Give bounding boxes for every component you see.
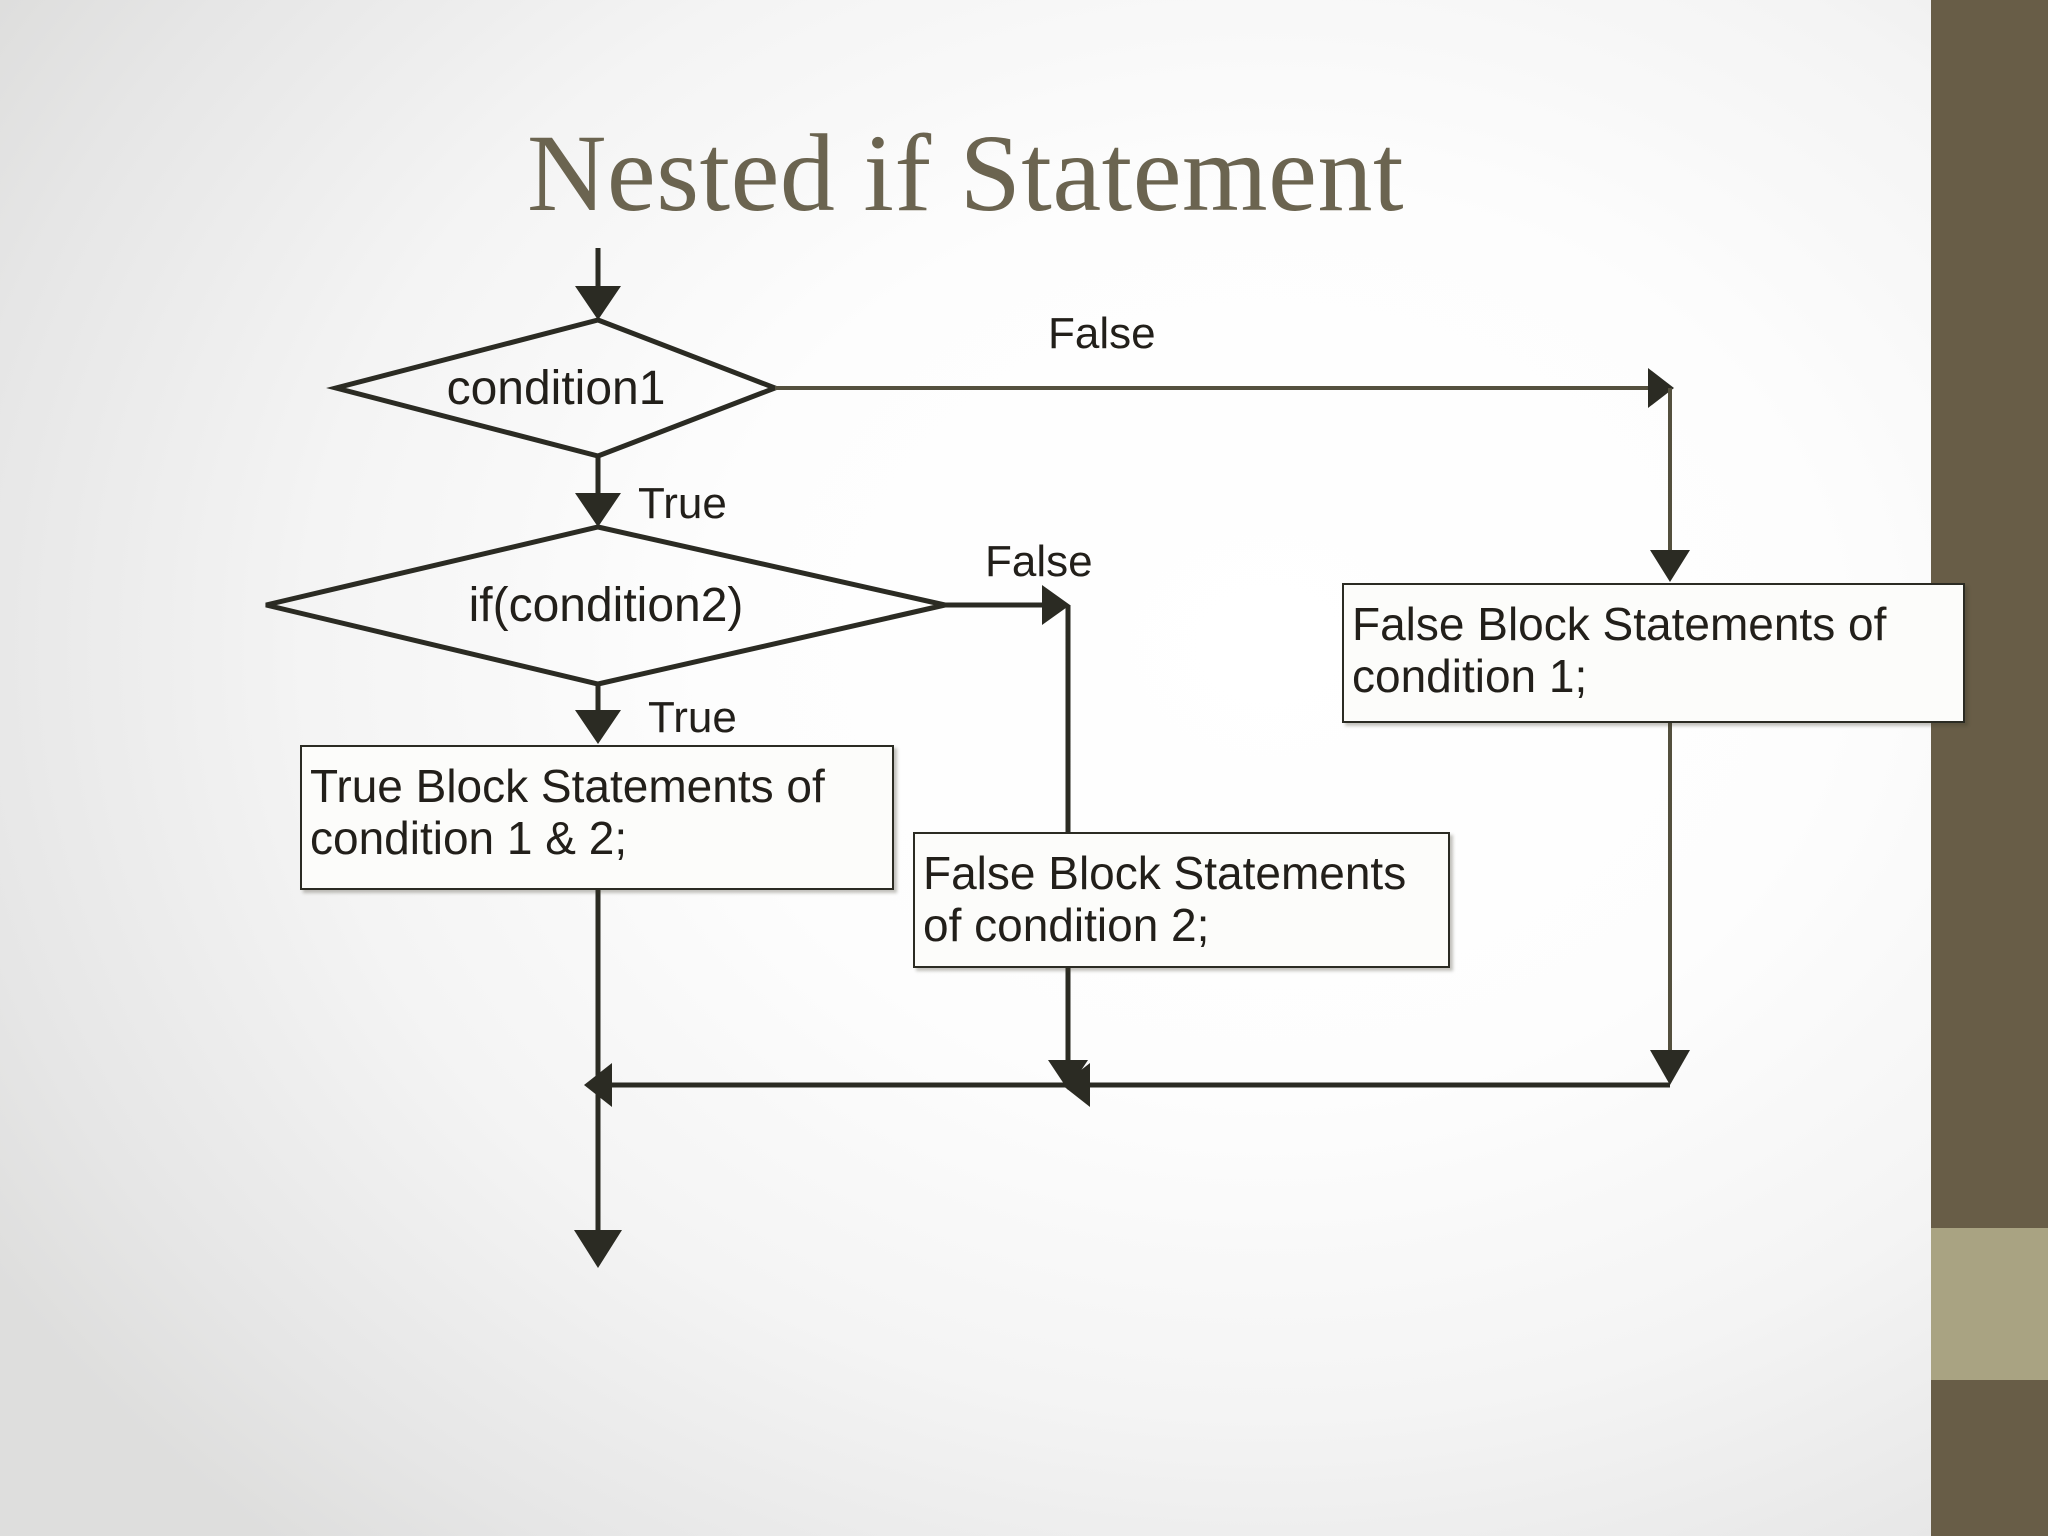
- edge-c1-false-arrowhead-down: [1650, 550, 1690, 582]
- process-box-true-block-condition-1-2: True Block Statements of condition 1 & 2…: [300, 745, 894, 890]
- page-title: Nested if Statement: [526, 112, 1405, 234]
- edge-c1-true-arrowhead: [575, 493, 621, 527]
- edge-false-block1-arrowhead: [1650, 1050, 1690, 1085]
- edge-label-condition2-true: True: [648, 693, 737, 742]
- edge-c2-true-arrowhead: [575, 710, 621, 744]
- edge-label-condition1-false: False: [1048, 309, 1156, 358]
- edge-false-block2-arrowhead: [1048, 1060, 1088, 1090]
- decision-label-condition2: if(condition2): [468, 579, 744, 632]
- decision-label-condition1: condition1: [446, 362, 666, 415]
- edge-exit-arrowhead: [574, 1230, 622, 1268]
- process-box-false-block-condition-1: False Block Statements of condition 1;: [1342, 583, 1965, 723]
- edge-entry-arrowhead: [575, 286, 621, 320]
- edge-label-condition2-false: False: [985, 537, 1093, 586]
- sidebar-accent-band: [1931, 1228, 2048, 1380]
- edge-label-condition1-true: True: [638, 479, 727, 528]
- edge-merge-arrowhead-mid: [1062, 1063, 1090, 1107]
- edge-c1-false-arrowhead-right: [1648, 368, 1674, 408]
- process-box-false-block-condition-2: False Block Statements of condition 2;: [913, 832, 1450, 968]
- edge-c2-false-arrowhead-right: [1042, 585, 1070, 625]
